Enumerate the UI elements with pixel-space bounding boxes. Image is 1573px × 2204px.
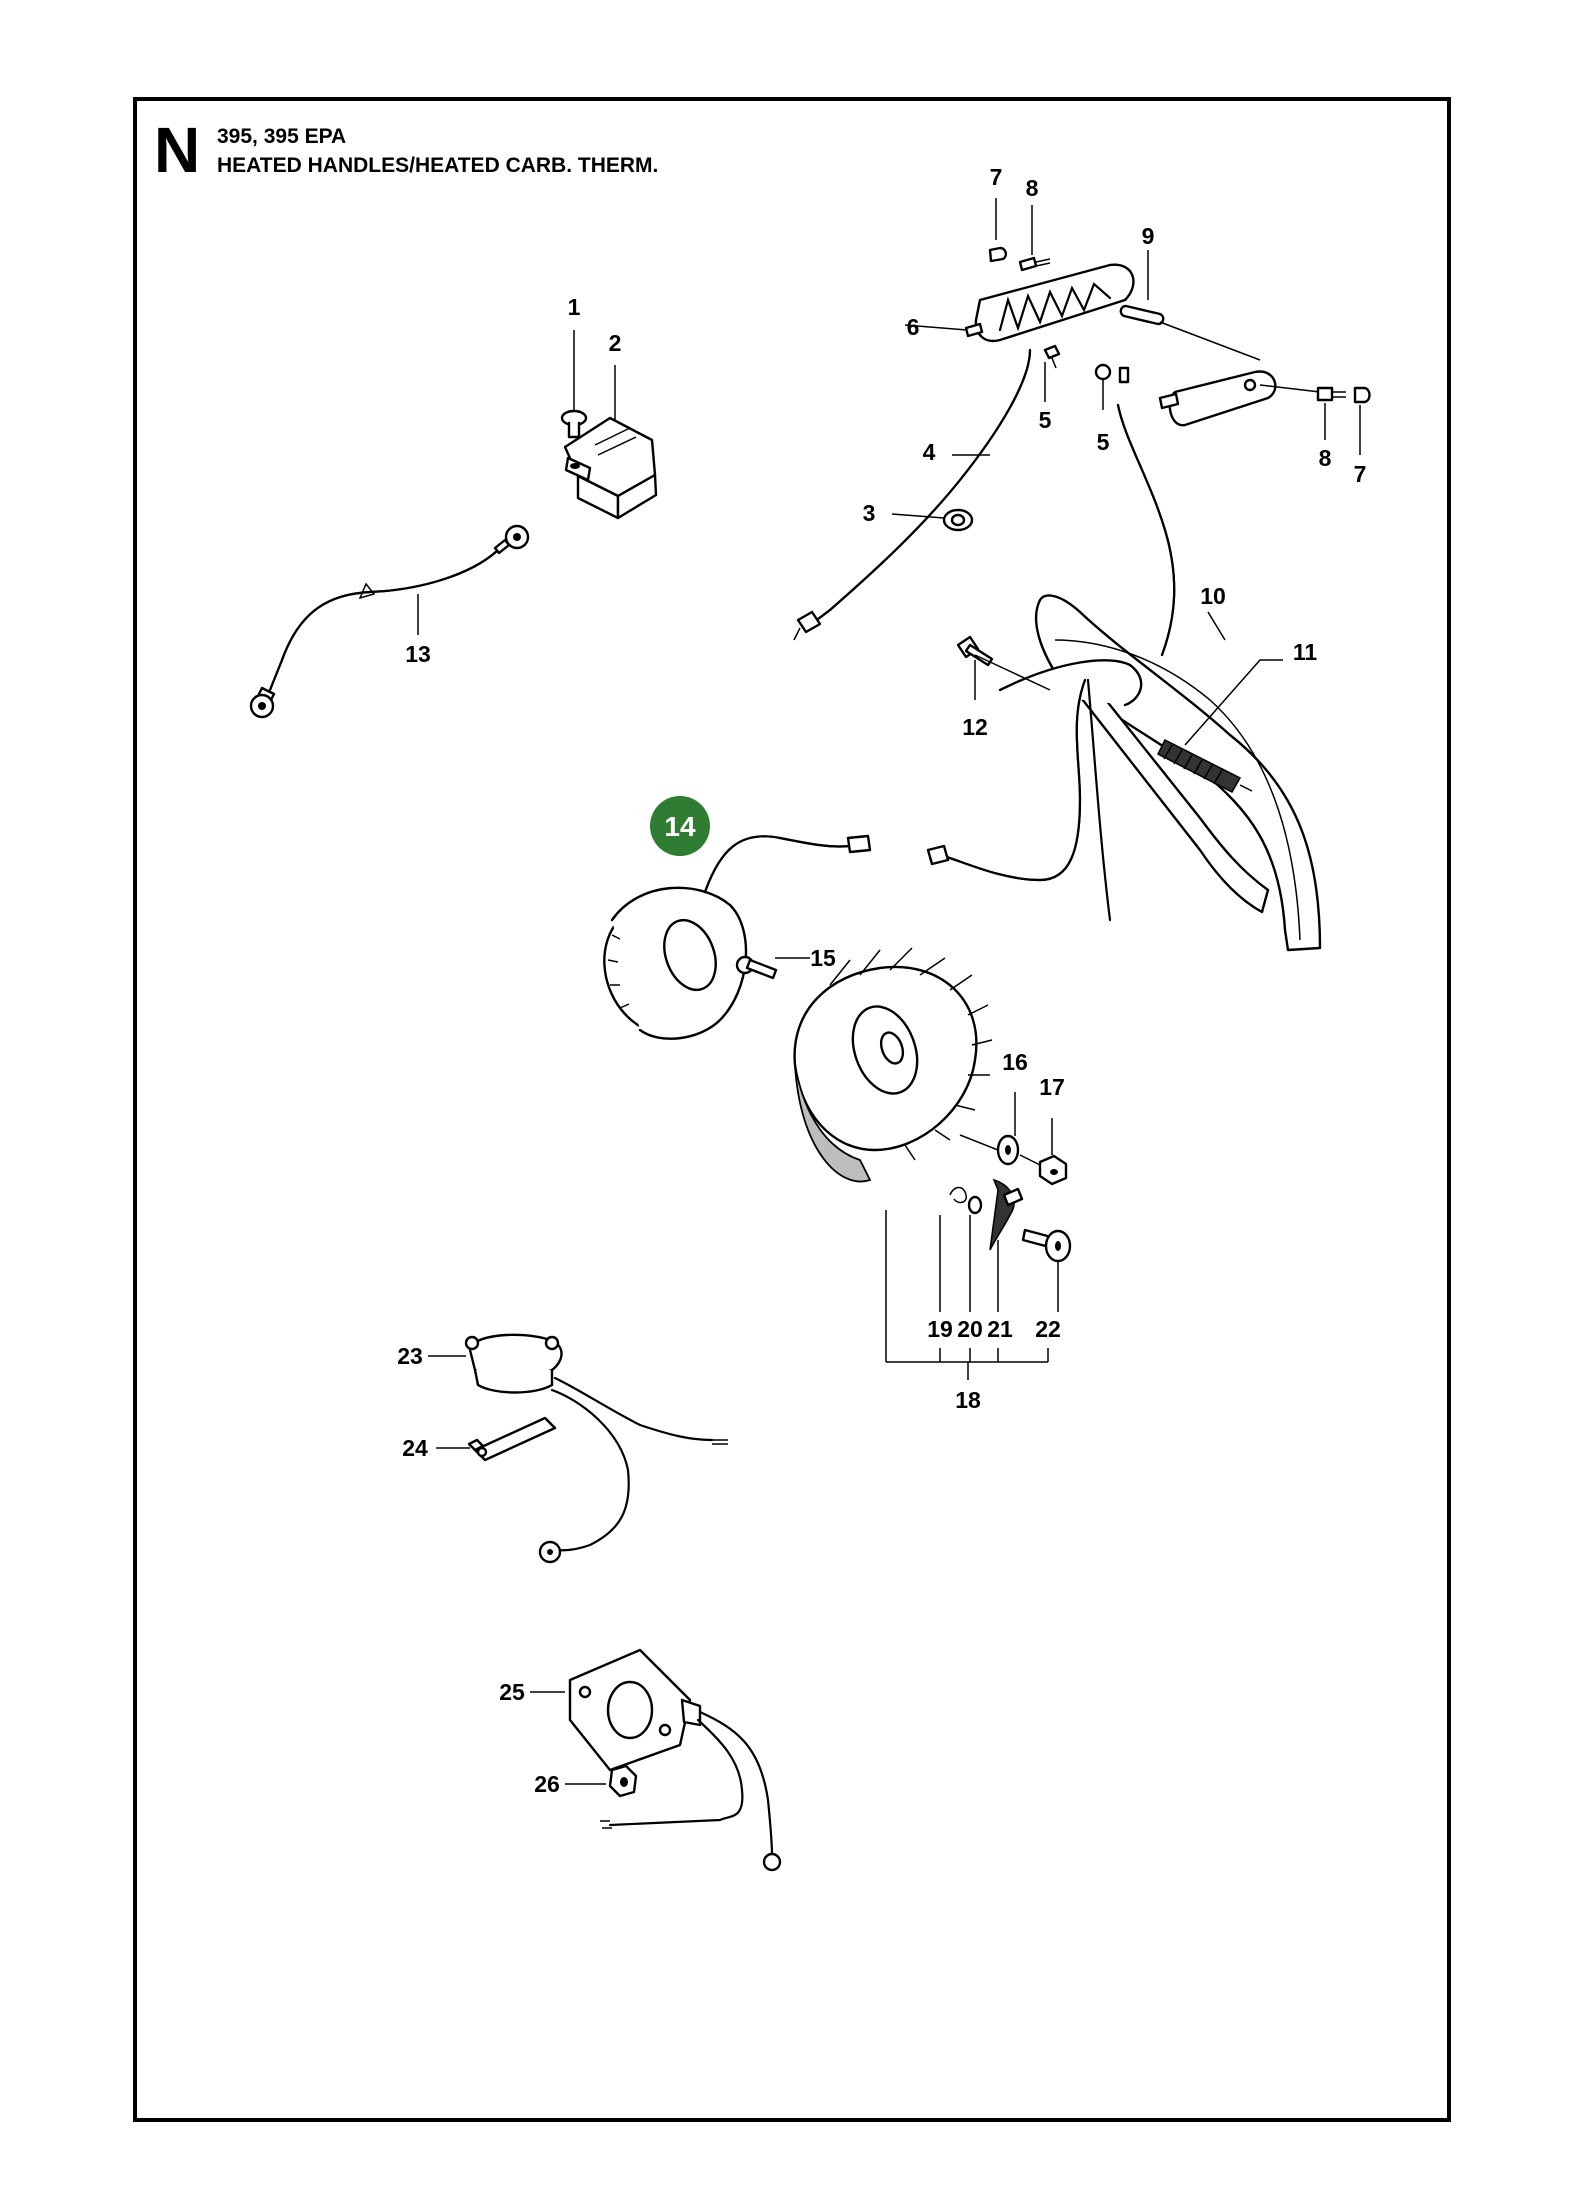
part-label-9: 9 (1142, 223, 1155, 249)
part-4-wire[interactable] (793, 348, 1032, 641)
part-26-nut[interactable] (608, 1764, 638, 1798)
part-label-5-right: 5 (1097, 429, 1110, 455)
part-label-12: 12 (962, 714, 988, 740)
part-14-stator[interactable] (587, 834, 872, 1049)
part-label-16: 16 (1002, 1049, 1028, 1075)
part-label-18: 18 (955, 1387, 981, 1413)
part-10-handle[interactable] (998, 594, 1322, 952)
diagram-frame (133, 97, 1451, 2122)
flywheel[interactable] (793, 947, 993, 1183)
part-14-highlight-badge: 14 (650, 796, 710, 856)
part-3-grommet[interactable] (942, 508, 974, 532)
part-label-21: 21 (987, 1316, 1013, 1342)
part-label-7-top: 7 (990, 164, 1003, 190)
part-13-ground-cable[interactable] (249, 524, 530, 719)
model-list: 395, 395 EPA (217, 125, 347, 148)
part-label-5-top: 5 (1039, 407, 1052, 433)
part-label-11: 11 (1293, 639, 1318, 665)
part-label-23: 23 (397, 1343, 423, 1369)
section-title: HEATED HANDLES/HEATED CARB. THERM. (217, 154, 659, 177)
part-label-17: 17 (1039, 1074, 1065, 1100)
part-8-screw-right[interactable] (1316, 386, 1346, 402)
part-label-25: 25 (499, 1679, 525, 1705)
part-label-10: 10 (1200, 583, 1226, 609)
part-24-bracket[interactable] (467, 1416, 557, 1462)
part-1-screw[interactable] (560, 409, 588, 439)
part-5-screw-top[interactable] (1043, 344, 1061, 369)
part-8-screw-top[interactable] (1018, 256, 1051, 272)
part-label-20: 20 (957, 1316, 983, 1342)
part-label-8-top: 8 (1026, 175, 1039, 201)
part-22-bolt[interactable] (1021, 1228, 1072, 1263)
part-9-pin[interactable] (1119, 304, 1165, 326)
part-label-24: 24 (402, 1435, 428, 1461)
part-15-screw[interactable] (735, 955, 778, 980)
part-label-6: 6 (907, 314, 920, 340)
part-23-coil[interactable] (464, 1333, 728, 1564)
part-25-gasket-thermostat[interactable] (568, 1648, 782, 1872)
part-16-washer[interactable] (996, 1134, 1020, 1166)
part-label-2: 2 (609, 330, 622, 356)
part-5-screw-right[interactable] (1094, 363, 1130, 384)
part-6-heating-element[interactable] (964, 263, 1135, 343)
part-label-7-right: 7 (1354, 461, 1367, 487)
part-21-pawl[interactable] (989, 1178, 1024, 1251)
part-label-22: 22 (1035, 1316, 1061, 1342)
part-label-15: 15 (810, 945, 836, 971)
part-19-spring[interactable] (949, 1186, 967, 1204)
part-label-19: 19 (927, 1316, 953, 1342)
part-2-bracket[interactable] (563, 416, 658, 520)
part-7-cap-top[interactable] (988, 246, 1008, 263)
part-label-1: 1 (568, 294, 581, 320)
part-20-washer[interactable] (967, 1195, 983, 1215)
part-label-8-right: 8 (1319, 445, 1332, 471)
part-label-13: 13 (405, 641, 431, 667)
part-label-4: 4 (923, 439, 936, 465)
part-11-spring[interactable] (1156, 738, 1253, 793)
part-17-nut[interactable] (1038, 1154, 1068, 1186)
section-letter: N (154, 114, 201, 186)
part-label-14: 14 (664, 811, 696, 842)
part-label-3: 3 (863, 500, 876, 526)
part-label-26: 26 (534, 1771, 560, 1797)
heating-plate-right[interactable] (1158, 370, 1277, 427)
part-7-cap-right[interactable] (1353, 386, 1371, 404)
